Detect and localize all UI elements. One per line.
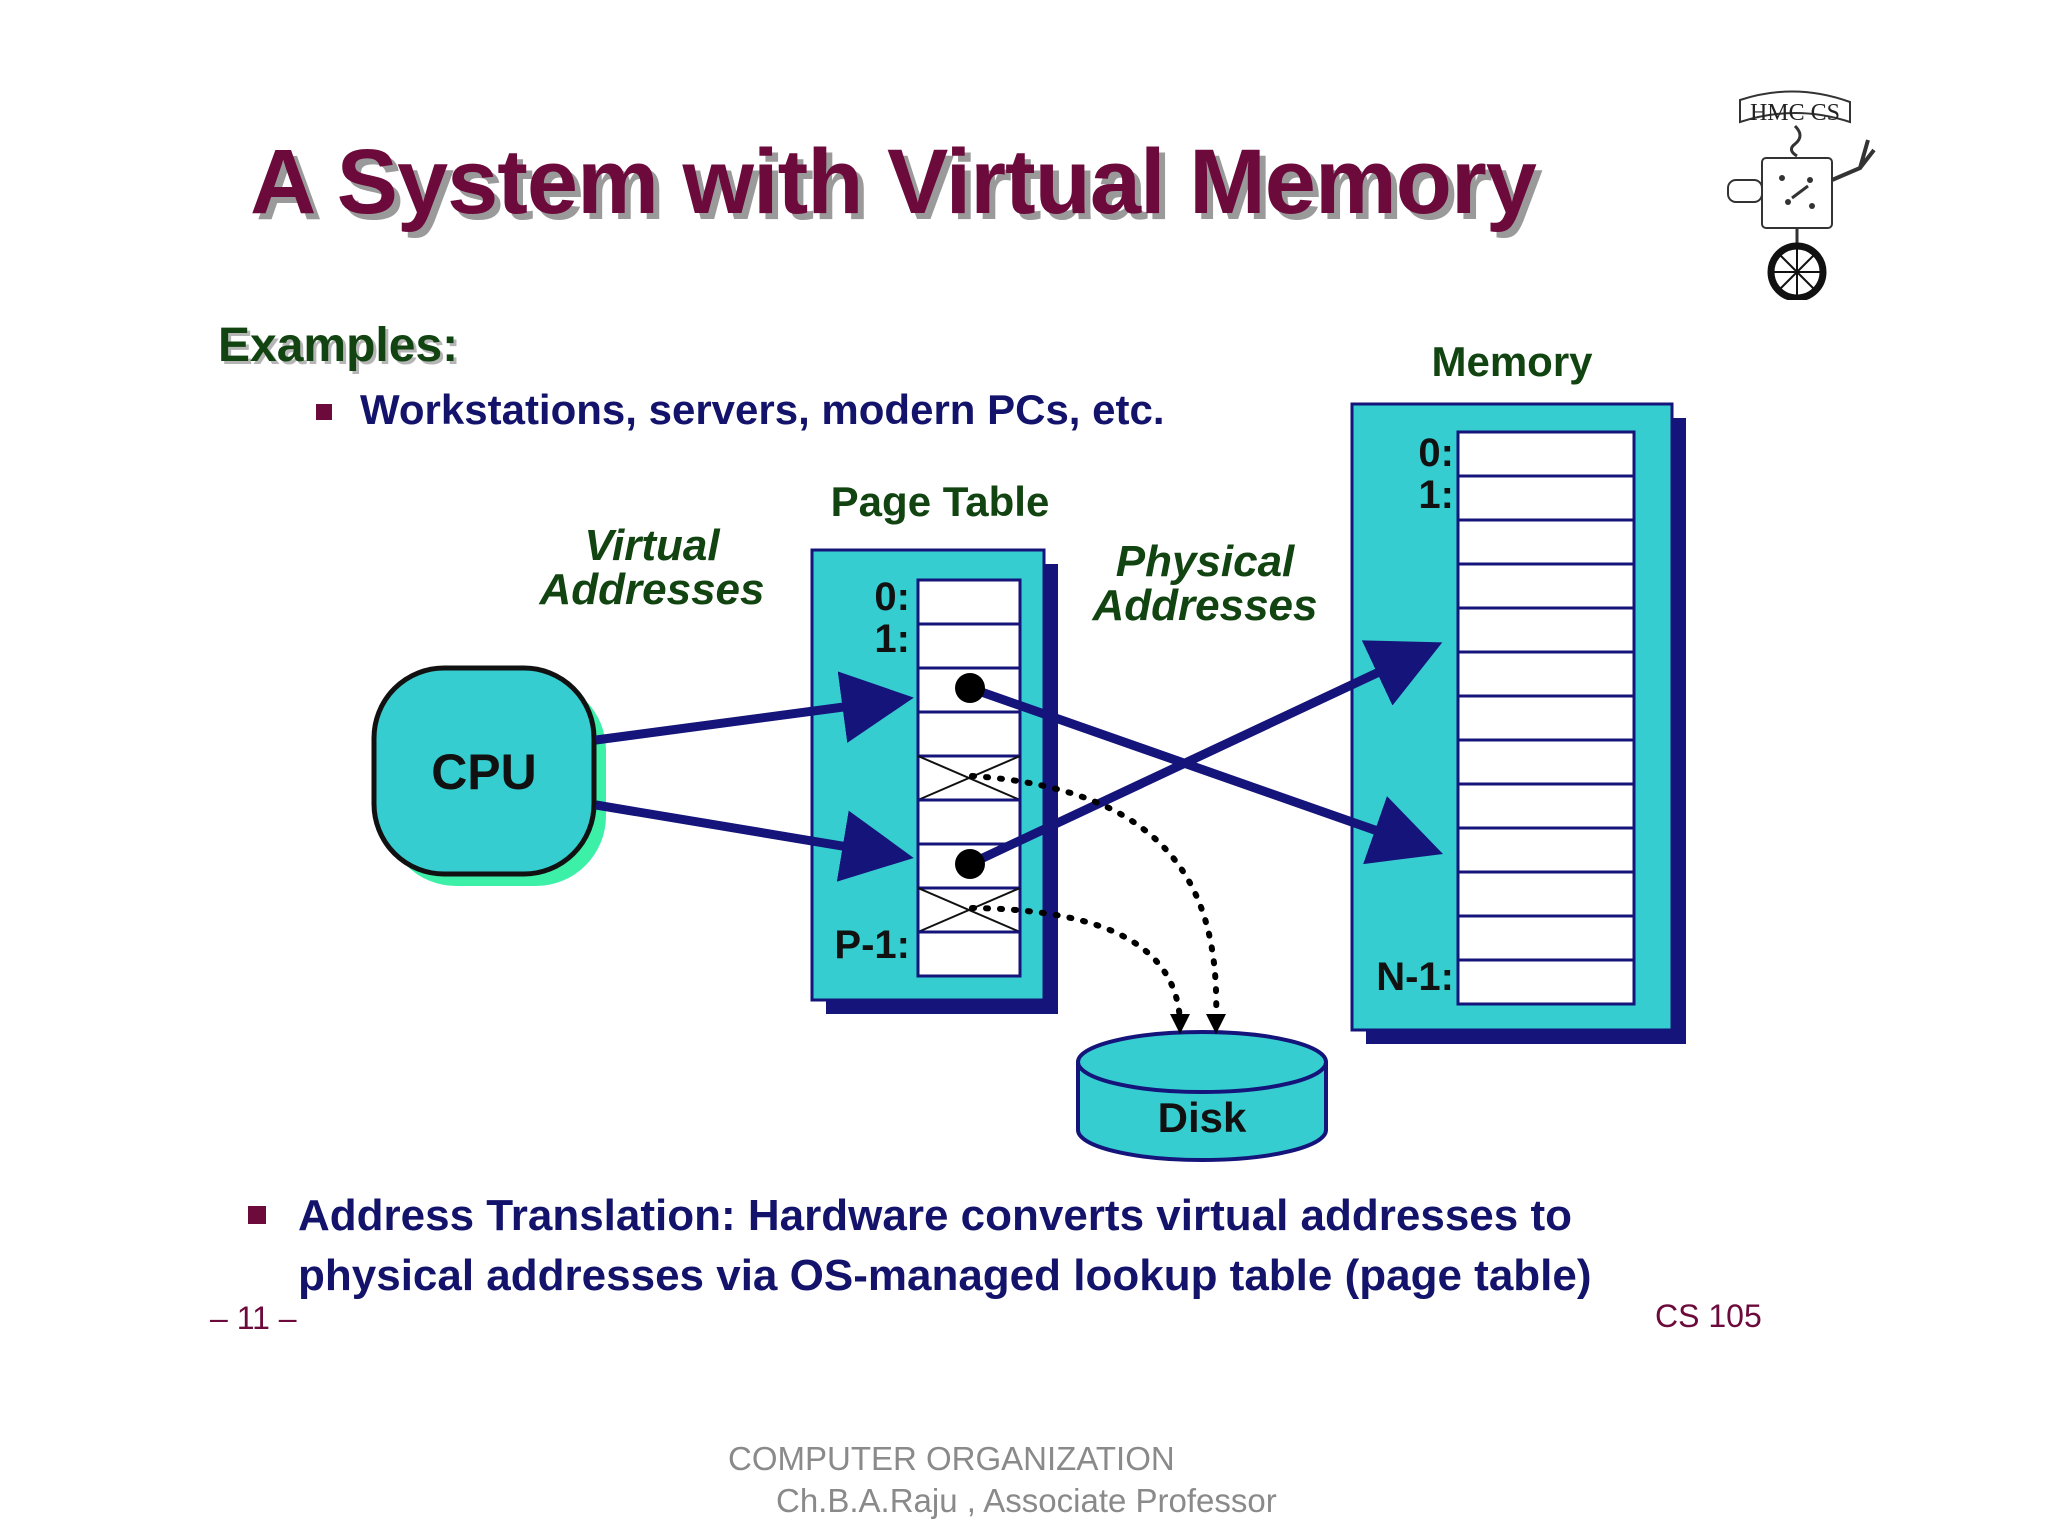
memory-frame — [1456, 650, 1636, 698]
memory-frame — [1456, 518, 1636, 566]
slide-title: A System with Virtual Memory — [250, 131, 1537, 233]
logo-neck — [1790, 124, 1802, 158]
disk-top — [1076, 1030, 1328, 1094]
logo-dot — [1779, 175, 1785, 181]
address-translation-line2: physical addresses via OS-managed lookup… — [298, 1251, 1592, 1300]
memory-frame — [1456, 958, 1636, 1006]
memory-index-0: 0: — [1418, 431, 1454, 475]
memory-frame — [1456, 606, 1636, 654]
page-table-entry-pointer-2 — [955, 849, 985, 879]
bullet-marker — [248, 1206, 266, 1224]
page-table-entry — [916, 710, 1022, 758]
page-table-entry — [916, 578, 1022, 626]
footer-course-name: COMPUTER ORGANIZATION — [728, 1440, 1175, 1477]
physical-addresses-label-line2: Addresses — [1091, 581, 1317, 630]
logo-dot — [1785, 199, 1791, 205]
examples-item: Workstations, servers, modern PCs, etc. — [360, 386, 1165, 433]
memory-frame — [1456, 826, 1636, 874]
logo-text: HMC CS — [1750, 100, 1840, 126]
page-table-entry — [916, 622, 1022, 670]
physical-addresses-label-line1: Physical — [1116, 537, 1295, 586]
memory-frame — [1456, 914, 1636, 962]
memory-index-1: 1: — [1418, 473, 1454, 517]
disk-pointer-2 — [969, 905, 1183, 1023]
bullet-marker — [316, 404, 332, 420]
page-table-entry — [916, 798, 1022, 846]
footer-author: Ch.B.A.Raju , Associate Professor — [776, 1482, 1277, 1519]
address-translation-line1: Address Translation: Hardware converts v… — [298, 1191, 1573, 1240]
disk-pointer-2-arrowhead — [1170, 1014, 1190, 1034]
memory-label: Memory — [1431, 338, 1593, 385]
virtual-addresses-label-line1: Virtual — [584, 521, 720, 570]
invalid-entry-cross — [917, 755, 1021, 801]
page-table-index-1: 1: — [874, 617, 910, 661]
examples-heading: Examples: — [218, 319, 459, 372]
virtual-addresses-label-line2: Addresses — [538, 565, 764, 614]
disk-label: Disk — [1158, 1094, 1247, 1141]
page-table-entry — [916, 930, 1022, 978]
address-translation-text: Address Translation: Hardware converts v… — [298, 1186, 1592, 1306]
page-table-label: Page Table — [831, 478, 1050, 525]
page-number: – 11 – — [210, 1300, 297, 1336]
virtual-address-arrow-1 — [595, 671, 914, 745]
memory-frame — [1456, 738, 1636, 786]
hmc-cs-logo: HMC CS — [1727, 90, 1876, 300]
physical-address-arrow-1 — [968, 683, 1443, 865]
logo-left-arm — [1727, 179, 1763, 203]
course-code: CS 105 — [1655, 1298, 1762, 1334]
logo-wheel-spokes — [1773, 248, 1821, 296]
memory-frame — [1456, 562, 1636, 610]
cpu-label: CPU — [431, 744, 537, 800]
memory-rows — [1456, 430, 1636, 1006]
physical-address-arrow-2 — [968, 640, 1443, 869]
memory-frame — [1456, 870, 1636, 918]
virtual-address-arrow-2 — [595, 800, 914, 882]
logo-hand — [1791, 184, 1809, 200]
memory-frame — [1456, 782, 1636, 830]
memory-frame — [1456, 430, 1636, 478]
logo-right-arm — [1831, 139, 1876, 182]
disk-pointer-1 — [969, 773, 1220, 1023]
memory-index-last: N-1: — [1376, 955, 1454, 999]
memory-frame — [1456, 694, 1636, 742]
logo-dot — [1809, 203, 1815, 209]
cpu-box — [371, 665, 597, 877]
logo-banner — [1739, 90, 1851, 124]
page-table-index-last: P-1: — [834, 923, 910, 967]
memory-frame — [1456, 474, 1636, 522]
disk-pointer-1-arrowhead — [1206, 1014, 1226, 1034]
page-table-entry-pointer-1 — [955, 673, 985, 703]
page-table-index-0: 0: — [874, 575, 910, 619]
logo-dot — [1807, 177, 1813, 183]
invalid-entry-cross — [917, 887, 1021, 933]
